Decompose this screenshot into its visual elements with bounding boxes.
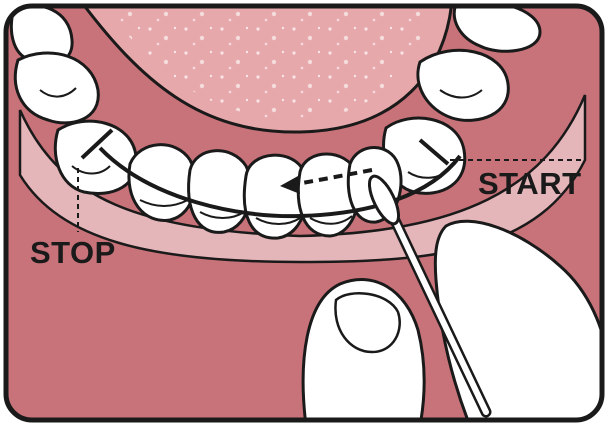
molar-left-2 [55, 121, 136, 193]
start-label: START [478, 168, 582, 199]
stop-label: STOP [30, 237, 116, 268]
